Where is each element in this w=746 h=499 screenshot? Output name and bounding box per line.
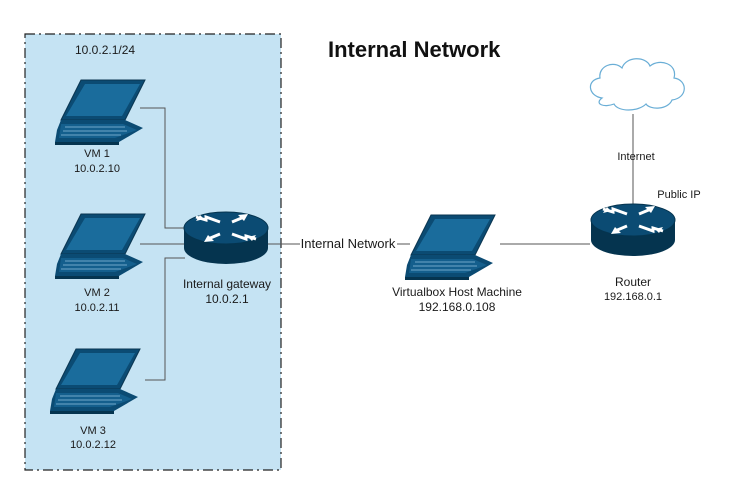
vm1-ip: 10.0.2.10	[74, 163, 120, 175]
internal-network-link-label: Internal Network	[301, 236, 396, 251]
subnet-label: 10.0.2.1/24	[75, 43, 135, 57]
vm2-name: VM 2	[84, 287, 110, 299]
vm2-ip: 10.0.2.11	[74, 302, 119, 314]
vm3-ip: 10.0.2.12	[70, 439, 116, 451]
host-ip: 192.168.0.108	[419, 300, 496, 314]
router-ip: 192.168.0.1	[604, 291, 662, 303]
vm3-name: VM 3	[80, 425, 106, 437]
internet-label: Internet	[617, 151, 654, 163]
host-name: Virtualbox Host Machine	[392, 285, 522, 299]
gateway-ip: 10.0.2.1	[205, 292, 249, 306]
router-icon	[589, 202, 677, 258]
internal-gateway-router-icon	[182, 210, 270, 266]
gateway-name: Internal gateway	[183, 277, 271, 291]
vm1-name: VM 1	[84, 148, 110, 160]
public-ip-label: Public IP	[657, 189, 700, 201]
connection-lines	[140, 107, 634, 381]
cloud-icon	[589, 58, 685, 111]
diagram-title: Internal Network	[328, 37, 501, 62]
host-laptop-icon	[404, 214, 496, 281]
router-name: Router	[615, 275, 651, 289]
